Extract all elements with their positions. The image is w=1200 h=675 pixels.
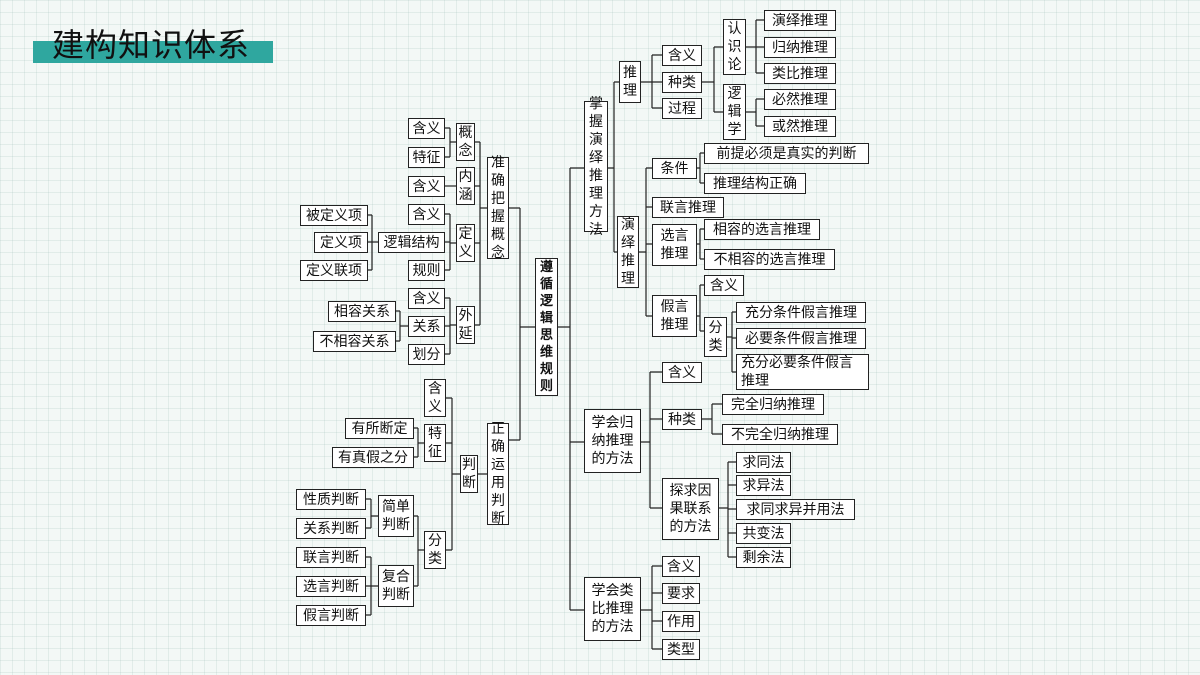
gongbianfa: 共变法 (736, 523, 791, 544)
xuanyan-panduan: 选言判断 (296, 576, 366, 597)
wanquan-guina: 完全归纳推理 (722, 394, 824, 415)
waiyan-hanyi: 含义 (408, 288, 445, 309)
waiyan-node: 外延 (456, 306, 475, 344)
leibi-yaoqiu: 要求 (662, 583, 700, 604)
neihan-node: 内涵 (456, 167, 475, 205)
guina-zhonglei: 种类 (662, 409, 702, 430)
biran-tuili: 必然推理 (764, 89, 836, 110)
yanyi-tuili-type: 演绎推理 (764, 10, 836, 31)
buwanquan-guina: 不完全归纳推理 (722, 424, 838, 445)
tiaojian-2: 推理结构正确 (704, 173, 806, 194)
leibi-zuoyong: 作用 (662, 611, 700, 632)
tuili-hanyi: 含义 (662, 45, 702, 66)
dingyilianxiang: 定义联项 (300, 260, 368, 281)
guina-tuili-type: 归纳推理 (764, 37, 836, 58)
tiaojian-node: 条件 (652, 158, 697, 179)
renshilun-node: 认识论 (723, 19, 746, 75)
chongfen-biyao-jiayan: 充分必要条件假言推理 (736, 354, 869, 390)
tuili-node: 推理 (619, 61, 641, 103)
dingyixiang: 定义项 (314, 232, 368, 253)
leibi-leixing: 类型 (662, 639, 700, 660)
buxiangrong-guanxi: 不相容关系 (313, 331, 396, 352)
dingyi-hanyi: 含义 (408, 204, 445, 225)
beidingyixiang: 被定义项 (300, 205, 368, 226)
jiayan-tuili-node: 假言推理 (652, 295, 697, 337)
huoran-tuili: 或然推理 (764, 116, 836, 137)
waiyan-huafen: 划分 (408, 344, 445, 365)
tuili-guocheng: 过程 (662, 98, 702, 119)
dingyi-structure: 逻辑结构 (378, 232, 445, 253)
concept-node: 准确把握概念 (487, 155, 509, 261)
biyao-jiayan: 必要条件假言推理 (736, 328, 866, 349)
shengyufa: 剩余法 (736, 547, 791, 568)
tuili-zhonglei: 种类 (662, 72, 702, 93)
yanyi-tuili-node: 演绎推理 (617, 216, 639, 288)
dingyi-rules: 规则 (408, 260, 445, 281)
jiayan-fenlei: 分类 (704, 317, 727, 357)
qiutong-qiuyi-bingyongfa: 求同求异并用法 (736, 499, 855, 520)
qiuyifa: 求异法 (736, 475, 791, 496)
chongfen-jiayan: 充分条件假言推理 (736, 302, 866, 323)
dingyi-node: 定义 (456, 224, 475, 262)
xiangrong-guanxi: 相容关系 (328, 301, 396, 322)
tiaojian-1: 前提必须是真实的判断 (704, 143, 869, 164)
jiayan-hanyi: 含义 (704, 275, 744, 296)
lianyan-panduan: 联言判断 (296, 547, 366, 568)
fenlei-node: 分类 (424, 531, 446, 569)
jiayan-panduan: 假言判断 (296, 605, 366, 626)
xiangrong-xuanyan: 相容的选言推理 (704, 219, 820, 240)
guanxi-panduan: 关系判断 (296, 518, 366, 539)
waiyan-guanxi: 关系 (408, 316, 445, 337)
induction-node: 学会归纳推理的方法 (584, 409, 641, 473)
yousuo-duanding: 有所断定 (345, 418, 414, 439)
tanqiu-node: 探求因果联系的方法 (662, 478, 719, 540)
buxiangrong-xuanyan: 不相容的选言推理 (704, 249, 835, 270)
root-node: 遵循逻辑思维规则 (535, 258, 558, 396)
luojixue-node: 逻辑学 (723, 84, 746, 140)
guina-hanyi: 含义 (662, 362, 702, 383)
jiandan-panduan: 简单判断 (378, 495, 414, 537)
title-band (33, 41, 273, 63)
panduan-hanyi: 含义 (424, 379, 446, 417)
judgment-node: 正确运用判断 (487, 421, 509, 527)
gainian-tezheng: 特征 (408, 147, 445, 168)
analogy-node: 学会类比推理的方法 (584, 577, 641, 641)
page-title: 建构知识体系 (52, 26, 251, 64)
leibi-tuili-type: 类比推理 (764, 63, 836, 84)
tezheng-node: 特征 (424, 424, 446, 462)
fuhe-panduan: 复合判断 (378, 565, 414, 607)
panduan-node: 判断 (460, 455, 478, 493)
neihan-hanyi: 含义 (408, 176, 445, 197)
xingzhi-panduan: 性质判断 (296, 489, 366, 510)
gainian-hanyi: 含义 (408, 118, 445, 139)
deduction-node: 掌握演绎推理方法 (584, 96, 608, 238)
leibi-hanyi: 含义 (662, 556, 700, 577)
gainian-node: 概念 (456, 123, 475, 161)
lianyan-tuili: 联言推理 (652, 197, 724, 218)
youzhenjia-zhifen: 有真假之分 (332, 447, 414, 468)
xuanyan-tuili-node: 选言推理 (652, 224, 697, 266)
qiutongfa: 求同法 (736, 452, 791, 473)
